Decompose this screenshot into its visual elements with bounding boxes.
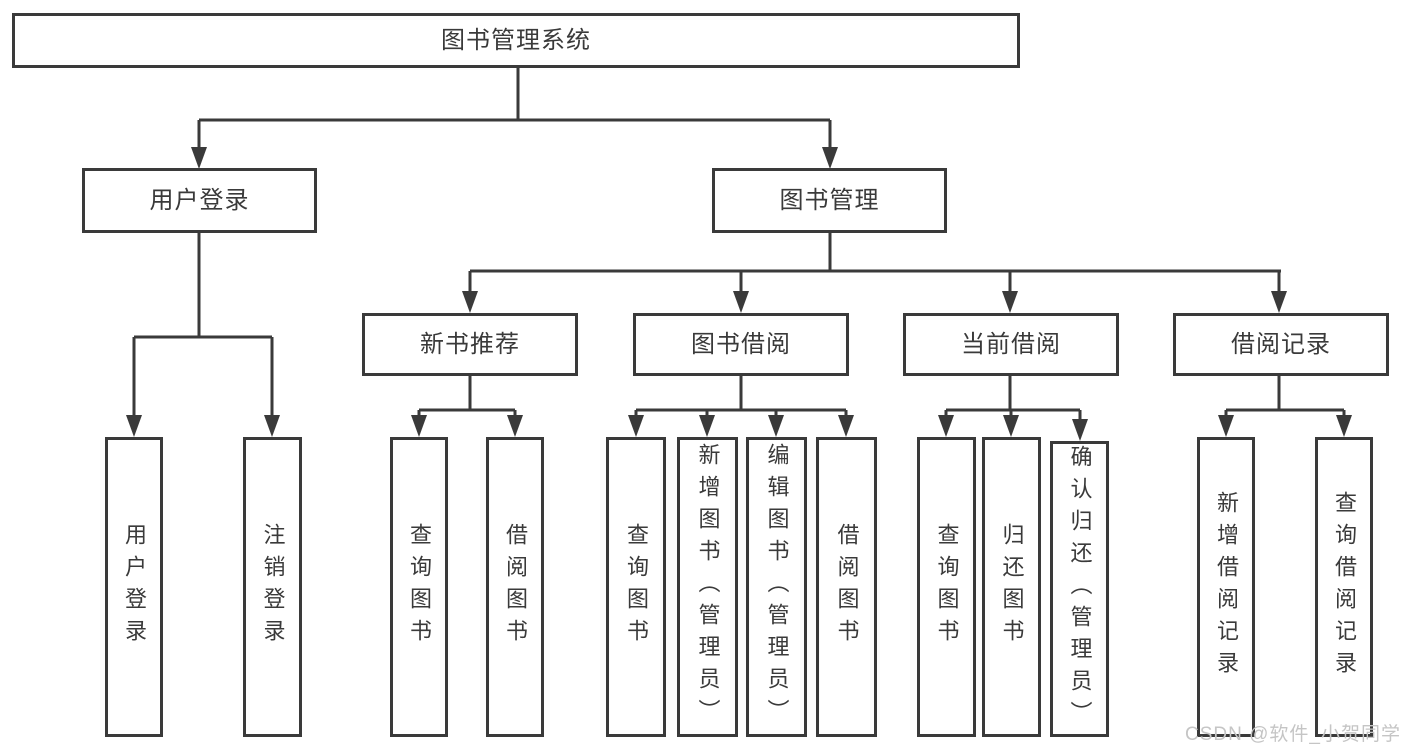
edge-bookmgmt-to-level3: [462, 233, 1287, 313]
leaf-return-book-label: 归还图书: [999, 523, 1025, 651]
edge-currentborrow-to-leaves: [938, 376, 1088, 441]
leaf-borrow-books-borrow: 借阅图书: [816, 437, 877, 737]
edge-bookborrow-to-leaves: [628, 376, 854, 437]
leaf-query-books-borrow-label: 查询图书: [624, 523, 649, 651]
leaf-query-books-recommend: 查询图书: [390, 437, 448, 737]
leaf-user-login: 用户登录: [105, 437, 163, 737]
leaf-confirm-return-admin: 确认归还（管理员）: [1050, 441, 1109, 737]
leaf-add-borrow-record: 新增借阅记录: [1197, 437, 1255, 737]
edge-root-to-level2: [191, 68, 838, 169]
node-book-management: 图书管理: [712, 168, 947, 233]
node-current-borrow-label: 当前借阅: [961, 330, 1061, 358]
leaf-user-login-label: 用户登录: [122, 523, 147, 651]
leaf-borrow-books-recommend-label: 借阅图书: [503, 523, 528, 651]
node-borrow-records-label: 借阅记录: [1231, 330, 1331, 358]
node-book-management-label: 图书管理: [779, 186, 880, 214]
leaf-edit-book-admin: 编辑图书（管理员）: [746, 437, 807, 737]
leaf-query-books-current: 查询图书: [917, 437, 976, 737]
edge-userlogin-to-leaves: [126, 233, 280, 437]
node-library-system: 图书管理系统: [12, 13, 1020, 68]
leaf-borrow-books-recommend: 借阅图书: [486, 437, 544, 737]
node-new-book-recommend-label: 新书推荐: [420, 330, 520, 358]
node-user-login: 用户登录: [82, 168, 317, 233]
node-borrow-records: 借阅记录: [1173, 313, 1389, 376]
leaf-return-book: 归还图书: [982, 437, 1041, 737]
leaf-query-books-recommend-label: 查询图书: [407, 523, 432, 651]
leaf-confirm-return-admin-label: 确认归还（管理员）: [1067, 445, 1093, 733]
node-new-book-recommend: 新书推荐: [362, 313, 578, 376]
csdn-watermark: CSDN @软件_小贺同学: [1185, 724, 1401, 745]
leaf-logout-label: 注销登录: [260, 523, 286, 651]
leaf-add-borrow-record-label: 新增借阅记录: [1214, 491, 1239, 683]
edge-newbook-to-leaves: [411, 376, 523, 437]
leaf-query-books-current-label: 查询图书: [934, 523, 960, 651]
node-current-borrow: 当前借阅: [903, 313, 1119, 376]
leaf-query-books-borrow: 查询图书: [606, 437, 666, 737]
leaf-query-borrow-record-label: 查询借阅记录: [1332, 491, 1357, 683]
leaf-add-book-admin-label: 新增图书（管理员）: [695, 443, 721, 731]
leaf-edit-book-admin-label: 编辑图书（管理员）: [764, 443, 790, 731]
leaf-logout: 注销登录: [243, 437, 302, 737]
leaf-borrow-books-borrow-label: 借阅图书: [834, 523, 860, 651]
leaf-query-borrow-record: 查询借阅记录: [1315, 437, 1373, 737]
node-book-borrow-label: 图书借阅: [691, 330, 791, 358]
leaf-add-book-admin: 新增图书（管理员）: [677, 437, 738, 737]
node-user-login-label: 用户登录: [149, 186, 250, 214]
edge-records-to-leaves: [1218, 376, 1352, 437]
node-book-borrow: 图书借阅: [633, 313, 849, 376]
node-library-system-label: 图书管理系统: [441, 26, 591, 54]
